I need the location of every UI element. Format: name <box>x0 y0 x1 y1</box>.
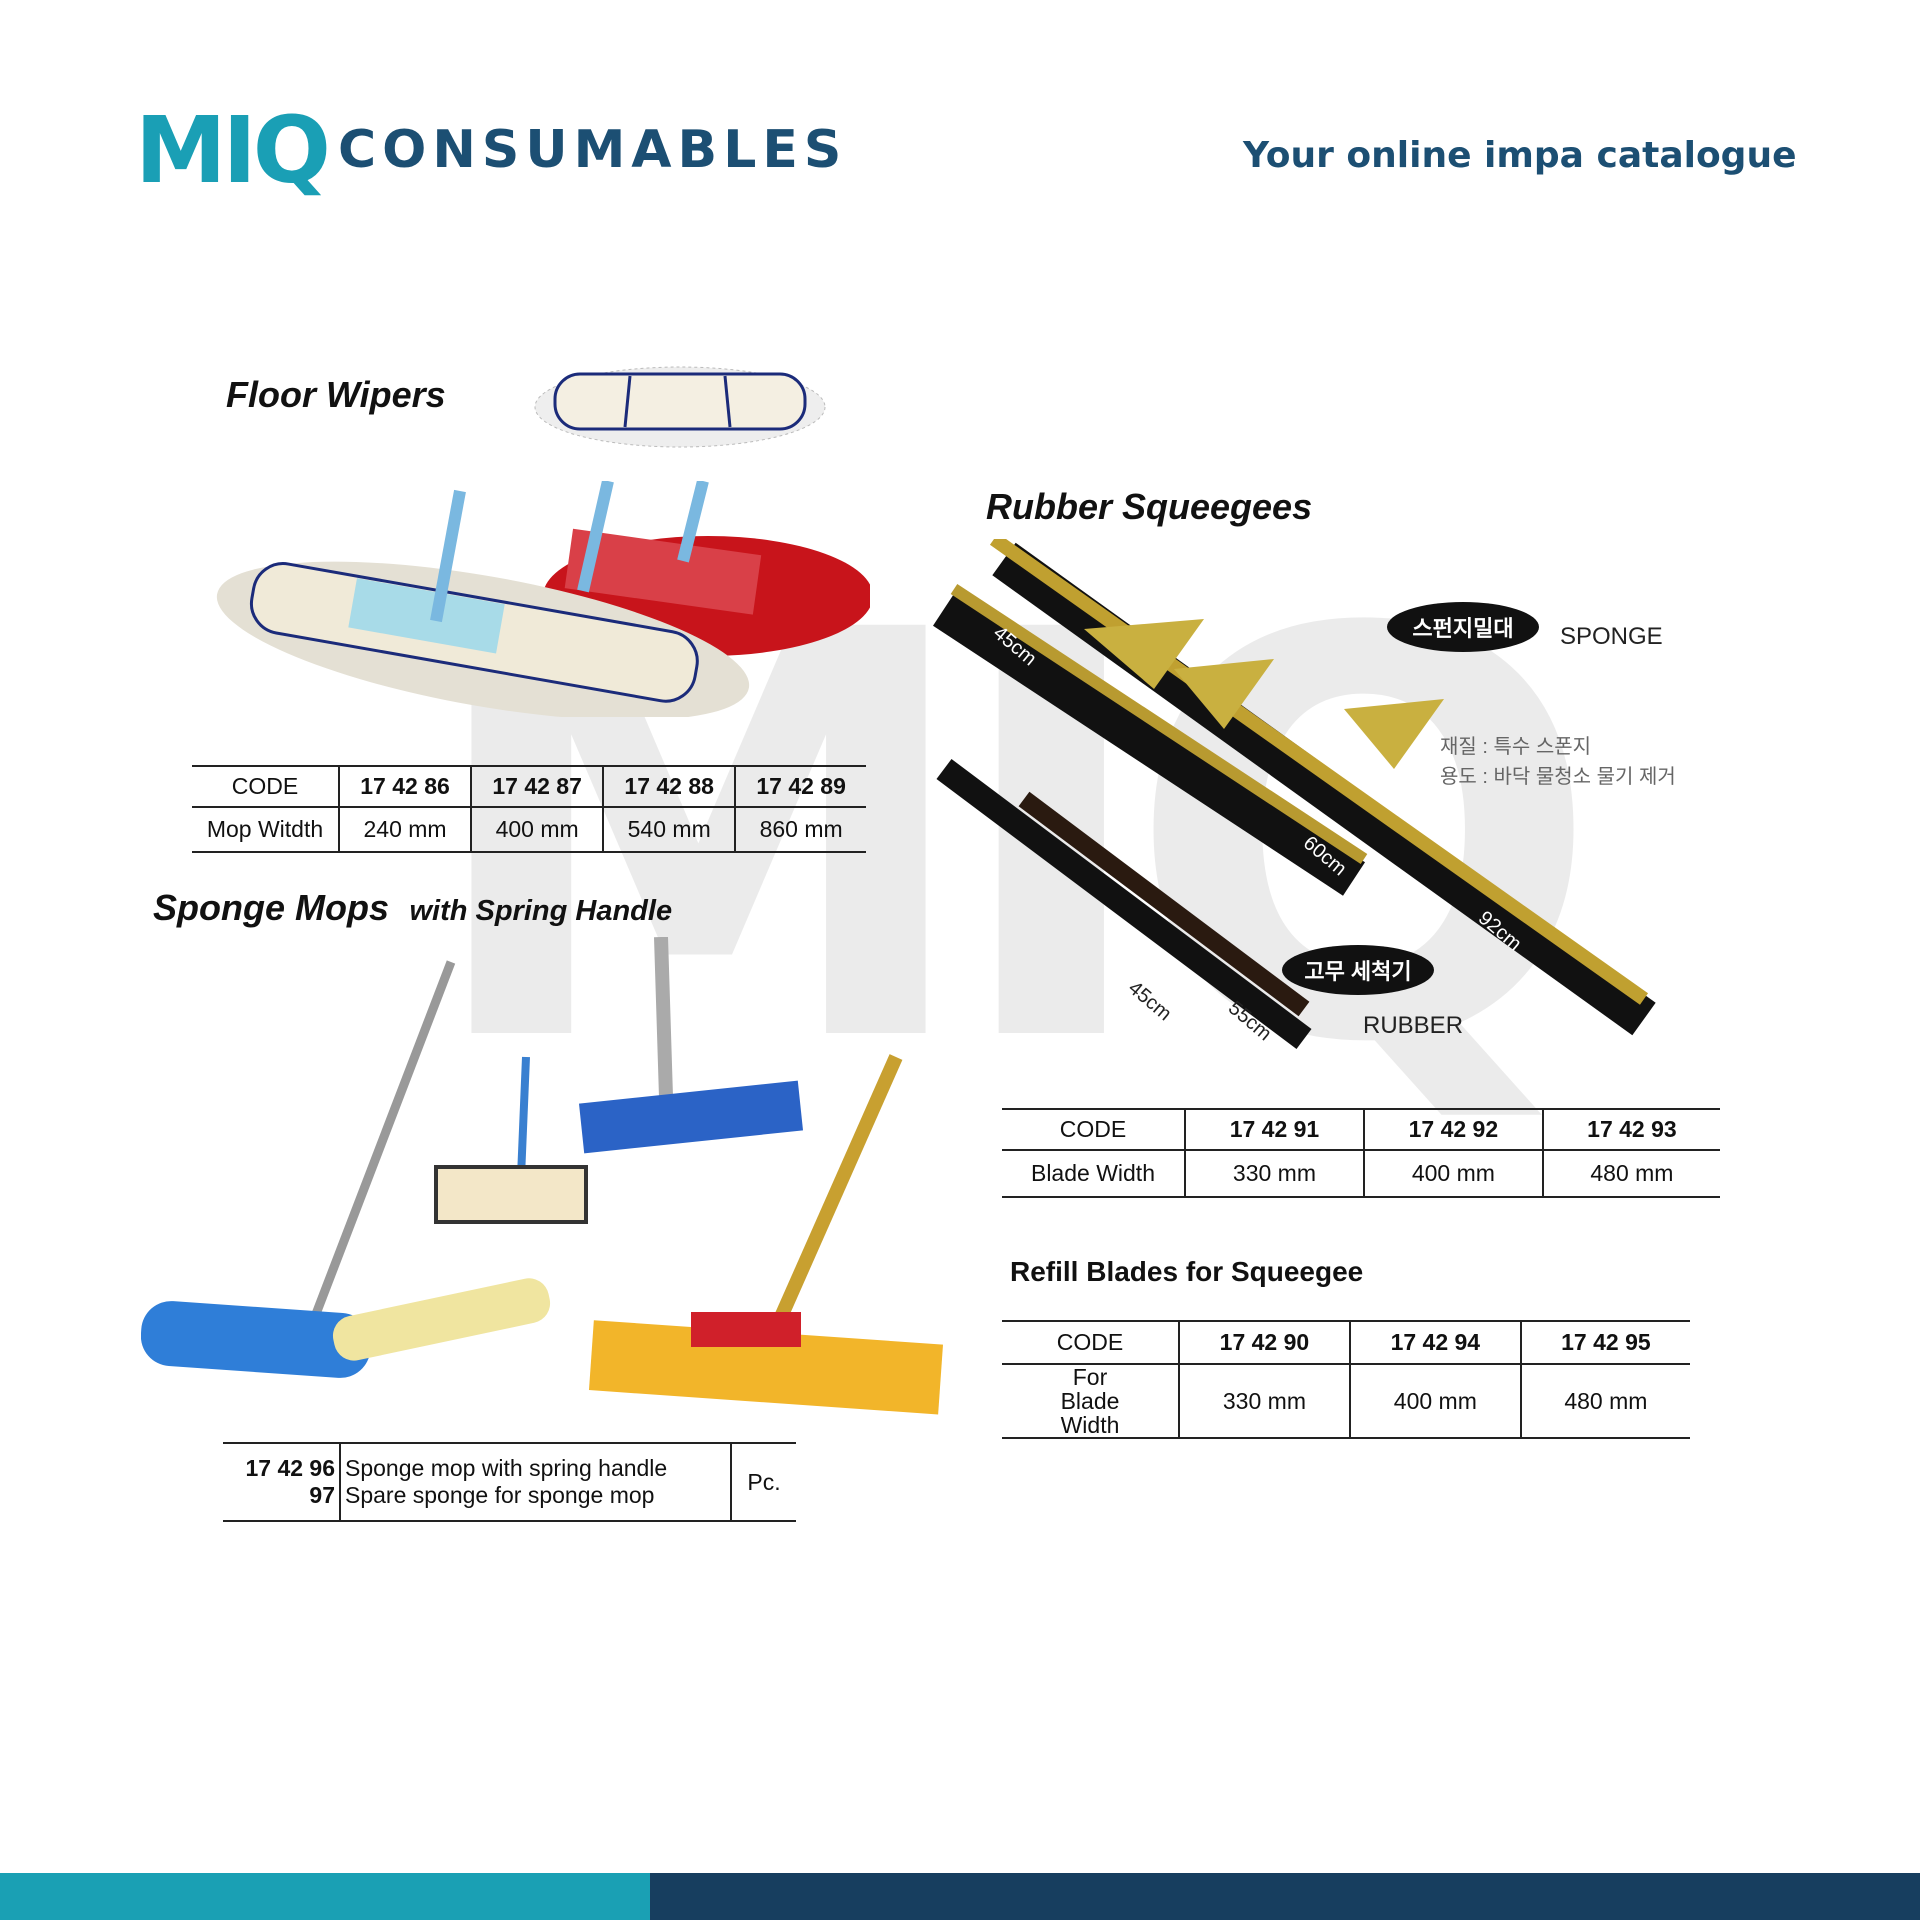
usage-label: 용도 : 바닥 물청소 물기 제거 <box>1440 766 1676 788</box>
code-cell: 17 42 95 <box>1519 1321 1690 1364</box>
footer-bar-accent <box>0 1873 650 1920</box>
row-label: For Blade Width <box>1060 1364 1120 1439</box>
floor-wiper-mops-image <box>216 481 870 717</box>
code-cell: 17 42 94 <box>1348 1321 1521 1364</box>
width-cell: 330 mm <box>1178 1364 1350 1439</box>
code-main: 17 42 96 <box>245 1455 335 1481</box>
width-cell: 480 mm <box>1519 1364 1690 1439</box>
tagline: Your online impa catalogue <box>1243 135 1797 176</box>
logo-mark: MIQ <box>135 97 331 204</box>
code-cell: 17 42 90 <box>1178 1321 1350 1364</box>
rubber-squeegees-title: Rubber Squeegees <box>986 486 1313 527</box>
code-cell: 17 42 92 <box>1362 1109 1543 1150</box>
width-cell: 540 mm <box>602 807 736 852</box>
row-label: CODE <box>231 773 299 799</box>
squeegees-image <box>933 539 1656 1049</box>
floor-wiper-small-image <box>534 366 826 448</box>
code-cell: 17 42 91 <box>1184 1109 1364 1150</box>
width-cell: 480 mm <box>1541 1150 1720 1197</box>
rubber-ko-bubble: 고무 세척기 <box>1282 945 1434 995</box>
code-cell: 17 42 88 <box>602 766 736 807</box>
floor-wipers-title: Floor Wipers <box>226 374 446 415</box>
width-cell: 400 mm <box>1362 1150 1543 1197</box>
row-label: CODE <box>1059 1116 1127 1142</box>
code-cell: 17 42 87 <box>470 766 604 807</box>
material-label: 재질 : 특수 스폰지 <box>1440 736 1592 758</box>
unit-cell: Pc. <box>730 1443 796 1521</box>
width-cell: 860 mm <box>734 807 866 852</box>
logo-text: CONSUMABLES <box>338 120 848 180</box>
sponge-mops-heading: Sponge Mops with Spring Handle <box>153 887 672 929</box>
code-sub: 97 <box>309 1482 335 1508</box>
row-label: CODE <box>1056 1329 1124 1355</box>
row-label: Blade Width <box>1030 1160 1155 1186</box>
sponge-mops-title: Sponge Mops <box>153 887 389 928</box>
row-label: Mop Witdth <box>206 816 324 842</box>
code-cell: 17 42 89 <box>734 766 866 807</box>
sponge-ko-bubble: 스펀지밀대 <box>1387 602 1539 652</box>
code-cell: 17 42 86 <box>337 766 472 807</box>
rubber-label: RUBBER <box>1363 1012 1464 1039</box>
width-cell: 400 mm <box>1348 1364 1521 1439</box>
description-1: Sponge mop with spring handle <box>345 1455 668 1481</box>
width-cell: 330 mm <box>1184 1150 1364 1197</box>
refill-blades-title: Refill Blades for Squeegee <box>1010 1256 1364 1287</box>
sponge-label: SPONGE <box>1560 623 1663 650</box>
width-cell: 240 mm <box>337 807 472 852</box>
description-2: Spare sponge for sponge mop <box>345 1482 655 1508</box>
code-cell: 17 42 93 <box>1541 1109 1720 1150</box>
sponge-mops-subtitle: with Spring Handle <box>409 895 673 927</box>
footer-bar <box>650 1873 1920 1920</box>
sponge-mops-image <box>141 937 944 1415</box>
width-cell: 400 mm <box>470 807 604 852</box>
